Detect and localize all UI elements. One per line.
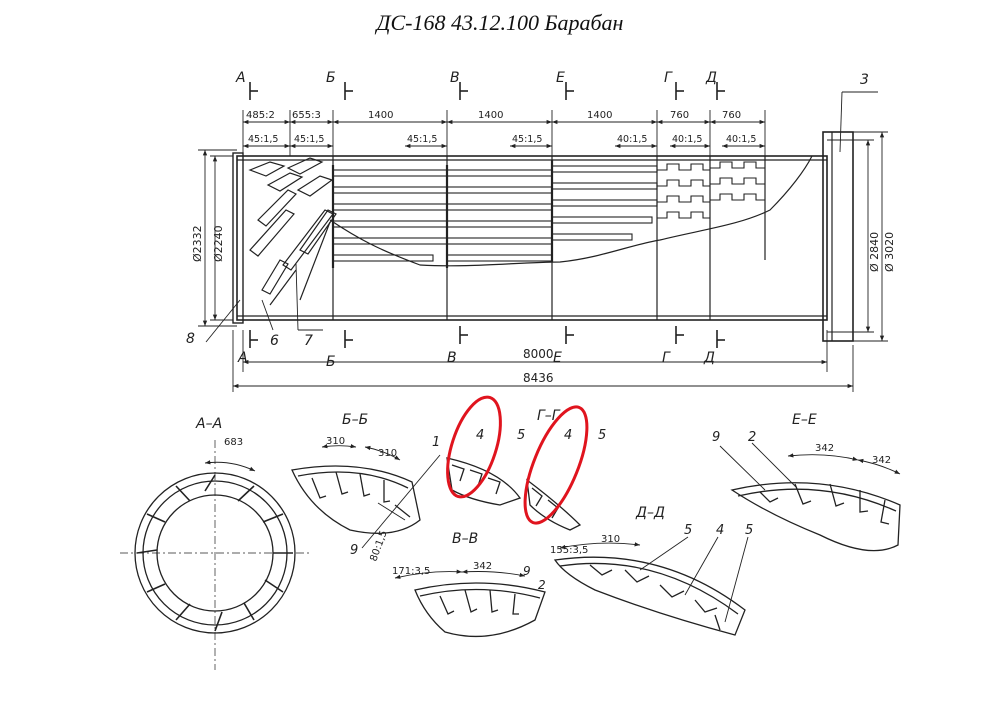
pitch-dim-5: 40:1,5 (617, 134, 647, 145)
section-bb-dim1: 310 (326, 436, 345, 447)
section-letter-g: Г (664, 70, 673, 86)
drawing-title: ДС-168 43.12.100 Барабан (376, 10, 624, 35)
main-view-labels: А Б В Е Г Д А Б В Е Г Д 485:2 655:3 1400… (186, 70, 896, 385)
dim-760-b: 760 (722, 110, 741, 121)
callout-3: 3 (860, 72, 869, 88)
section-vv-callout-2: 2 (538, 578, 546, 592)
tyre-ring (822, 131, 854, 342)
section-letter-e-bottom: Е (553, 350, 562, 366)
section-aa-title: А–А (195, 416, 222, 432)
diameter-2332: Ø2332 (191, 225, 204, 262)
section-dd-callout-5b: 5 (745, 523, 753, 538)
section-gg-title: Г–Г (537, 408, 561, 424)
highlight-ellipse-left (446, 395, 502, 499)
section-gg-callout-4b: 4 (564, 428, 572, 443)
section-dd (553, 536, 749, 636)
dim-1400-b: 1400 (478, 110, 503, 121)
dim-1400-c: 1400 (587, 110, 612, 121)
dim-8000: 8000 (523, 347, 554, 361)
section-vv-callout-9: 9 (523, 564, 531, 578)
section-ee-callout-9: 9 (712, 430, 720, 445)
dim-655: 655:3 (292, 110, 321, 121)
dim-760-a: 760 (670, 110, 689, 121)
pitch-dim-6: 40:1,5 (672, 134, 702, 145)
section-ee-dim1: 342 (815, 443, 834, 454)
section-aa-dim: 683 (224, 437, 243, 448)
section-vv-title: В–В (452, 531, 478, 547)
left-end-ring (232, 152, 244, 324)
breakout-line (329, 155, 813, 267)
section-dd-dim2: 310 (601, 534, 620, 545)
section-ee-dim2: 342 (872, 455, 891, 466)
section-labels: А–А 683 Б–Б 310 310 80:1,5 9 1 В–В 171:3… (195, 408, 891, 592)
highlight-ellipse-right (523, 405, 589, 525)
section-bb-dim2: 310 (378, 448, 397, 459)
section-letter-d: Д (705, 70, 717, 86)
section-letter-a: А (235, 70, 246, 86)
callout-1: 1 (432, 435, 440, 450)
section-ee (719, 442, 901, 552)
section-gg (446, 457, 582, 531)
section-letter-d-bottom: Д (703, 350, 715, 366)
section-dd-dim1: 155:3,5 (550, 545, 588, 556)
diameter-2240: Ø2240 (212, 225, 225, 262)
section-letter-b-bottom: Б (326, 354, 336, 370)
section-aa (120, 440, 310, 670)
highlight-marks (446, 395, 589, 525)
callout-8: 8 (186, 331, 195, 347)
section-bb-callout: 9 (350, 543, 358, 558)
section-letter-v: В (450, 70, 460, 86)
drum-body-outline (236, 155, 828, 321)
pitch-dim-4: 45:1,5 (512, 134, 542, 145)
section-letter-g-bottom: Г (662, 350, 671, 366)
section-vv-dim1: 171:3,5 (392, 566, 430, 577)
pitch-dim-2: 45:1,5 (294, 134, 324, 145)
section-gg-callout-5b: 5 (598, 428, 606, 443)
section-vv (394, 569, 546, 638)
section-vv-dim2: 342 (473, 561, 492, 572)
section-ee-title: Е–Е (792, 412, 817, 428)
dim-1400-a: 1400 (368, 110, 393, 121)
callout-6: 6 (270, 333, 279, 349)
section-gg-callout-5a: 5 (517, 428, 525, 443)
section-dd-title: Д–Д (635, 505, 665, 521)
section-bb-dim3: 80:1,5 (368, 529, 389, 563)
section-gg-callout-4a: 4 (476, 428, 484, 443)
main-view (198, 82, 888, 392)
section-letter-b: Б (326, 70, 336, 86)
callout-7: 7 (304, 333, 313, 349)
section-dd-callout-4: 4 (716, 523, 724, 538)
section-bb (291, 444, 441, 549)
section-letter-e: Е (556, 70, 565, 86)
section-bb-title: Б–Б (342, 412, 368, 428)
pitch-dim-1: 45:1,5 (248, 134, 278, 145)
dim-485: 485:2 (246, 110, 275, 121)
spiral-blades (248, 157, 337, 306)
diameter-3020: Ø 3020 (883, 232, 896, 272)
dim-8436: 8436 (523, 371, 554, 385)
pitch-dim-7: 40:1,5 (726, 134, 756, 145)
pitch-dim-3: 45:1,5 (407, 134, 437, 145)
section-ee-callout-2: 2 (748, 430, 756, 445)
section-letter-a-bottom: А (237, 350, 248, 366)
section-letter-v-bottom: В (447, 350, 457, 366)
blade-rows (332, 161, 765, 262)
diameter-2840: Ø 2840 (868, 232, 881, 272)
section-dd-callout-5a: 5 (684, 523, 692, 538)
